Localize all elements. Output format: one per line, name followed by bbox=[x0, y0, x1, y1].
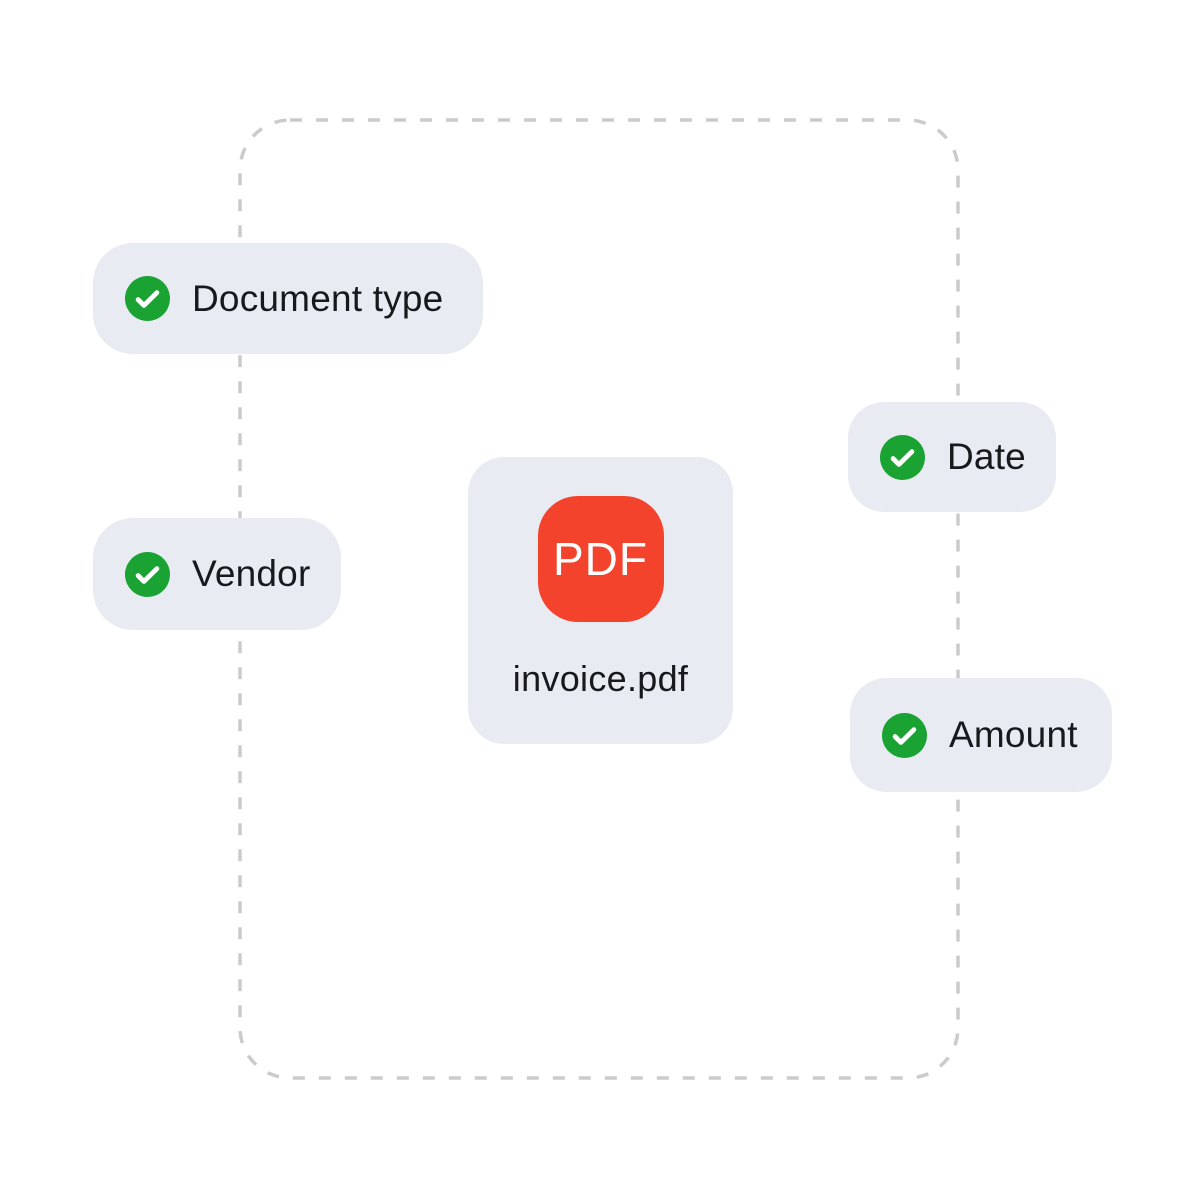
field-label-date: Date bbox=[947, 436, 1026, 477]
field-chip-vendor: Vendor bbox=[93, 518, 341, 630]
check-circle-icon bbox=[880, 434, 925, 480]
field-label-document-type: Document type bbox=[192, 277, 444, 319]
field-chip-amount: Amount bbox=[850, 678, 1112, 792]
field-chip-document-type: Document type bbox=[93, 243, 483, 354]
field-label-vendor: Vendor bbox=[192, 553, 311, 594]
file-name: invoice.pdf bbox=[512, 658, 689, 699]
check-circle-icon bbox=[882, 712, 927, 758]
field-label-amount: Amount bbox=[949, 714, 1078, 755]
check-circle-icon bbox=[125, 276, 170, 321]
check-circle-icon bbox=[125, 551, 170, 597]
file-card: PDF invoice.pdf bbox=[468, 457, 733, 744]
pdf-icon-label: PDF bbox=[553, 533, 648, 585]
field-chip-date: Date bbox=[848, 402, 1056, 512]
pdf-file-icon: PDF bbox=[537, 496, 664, 622]
